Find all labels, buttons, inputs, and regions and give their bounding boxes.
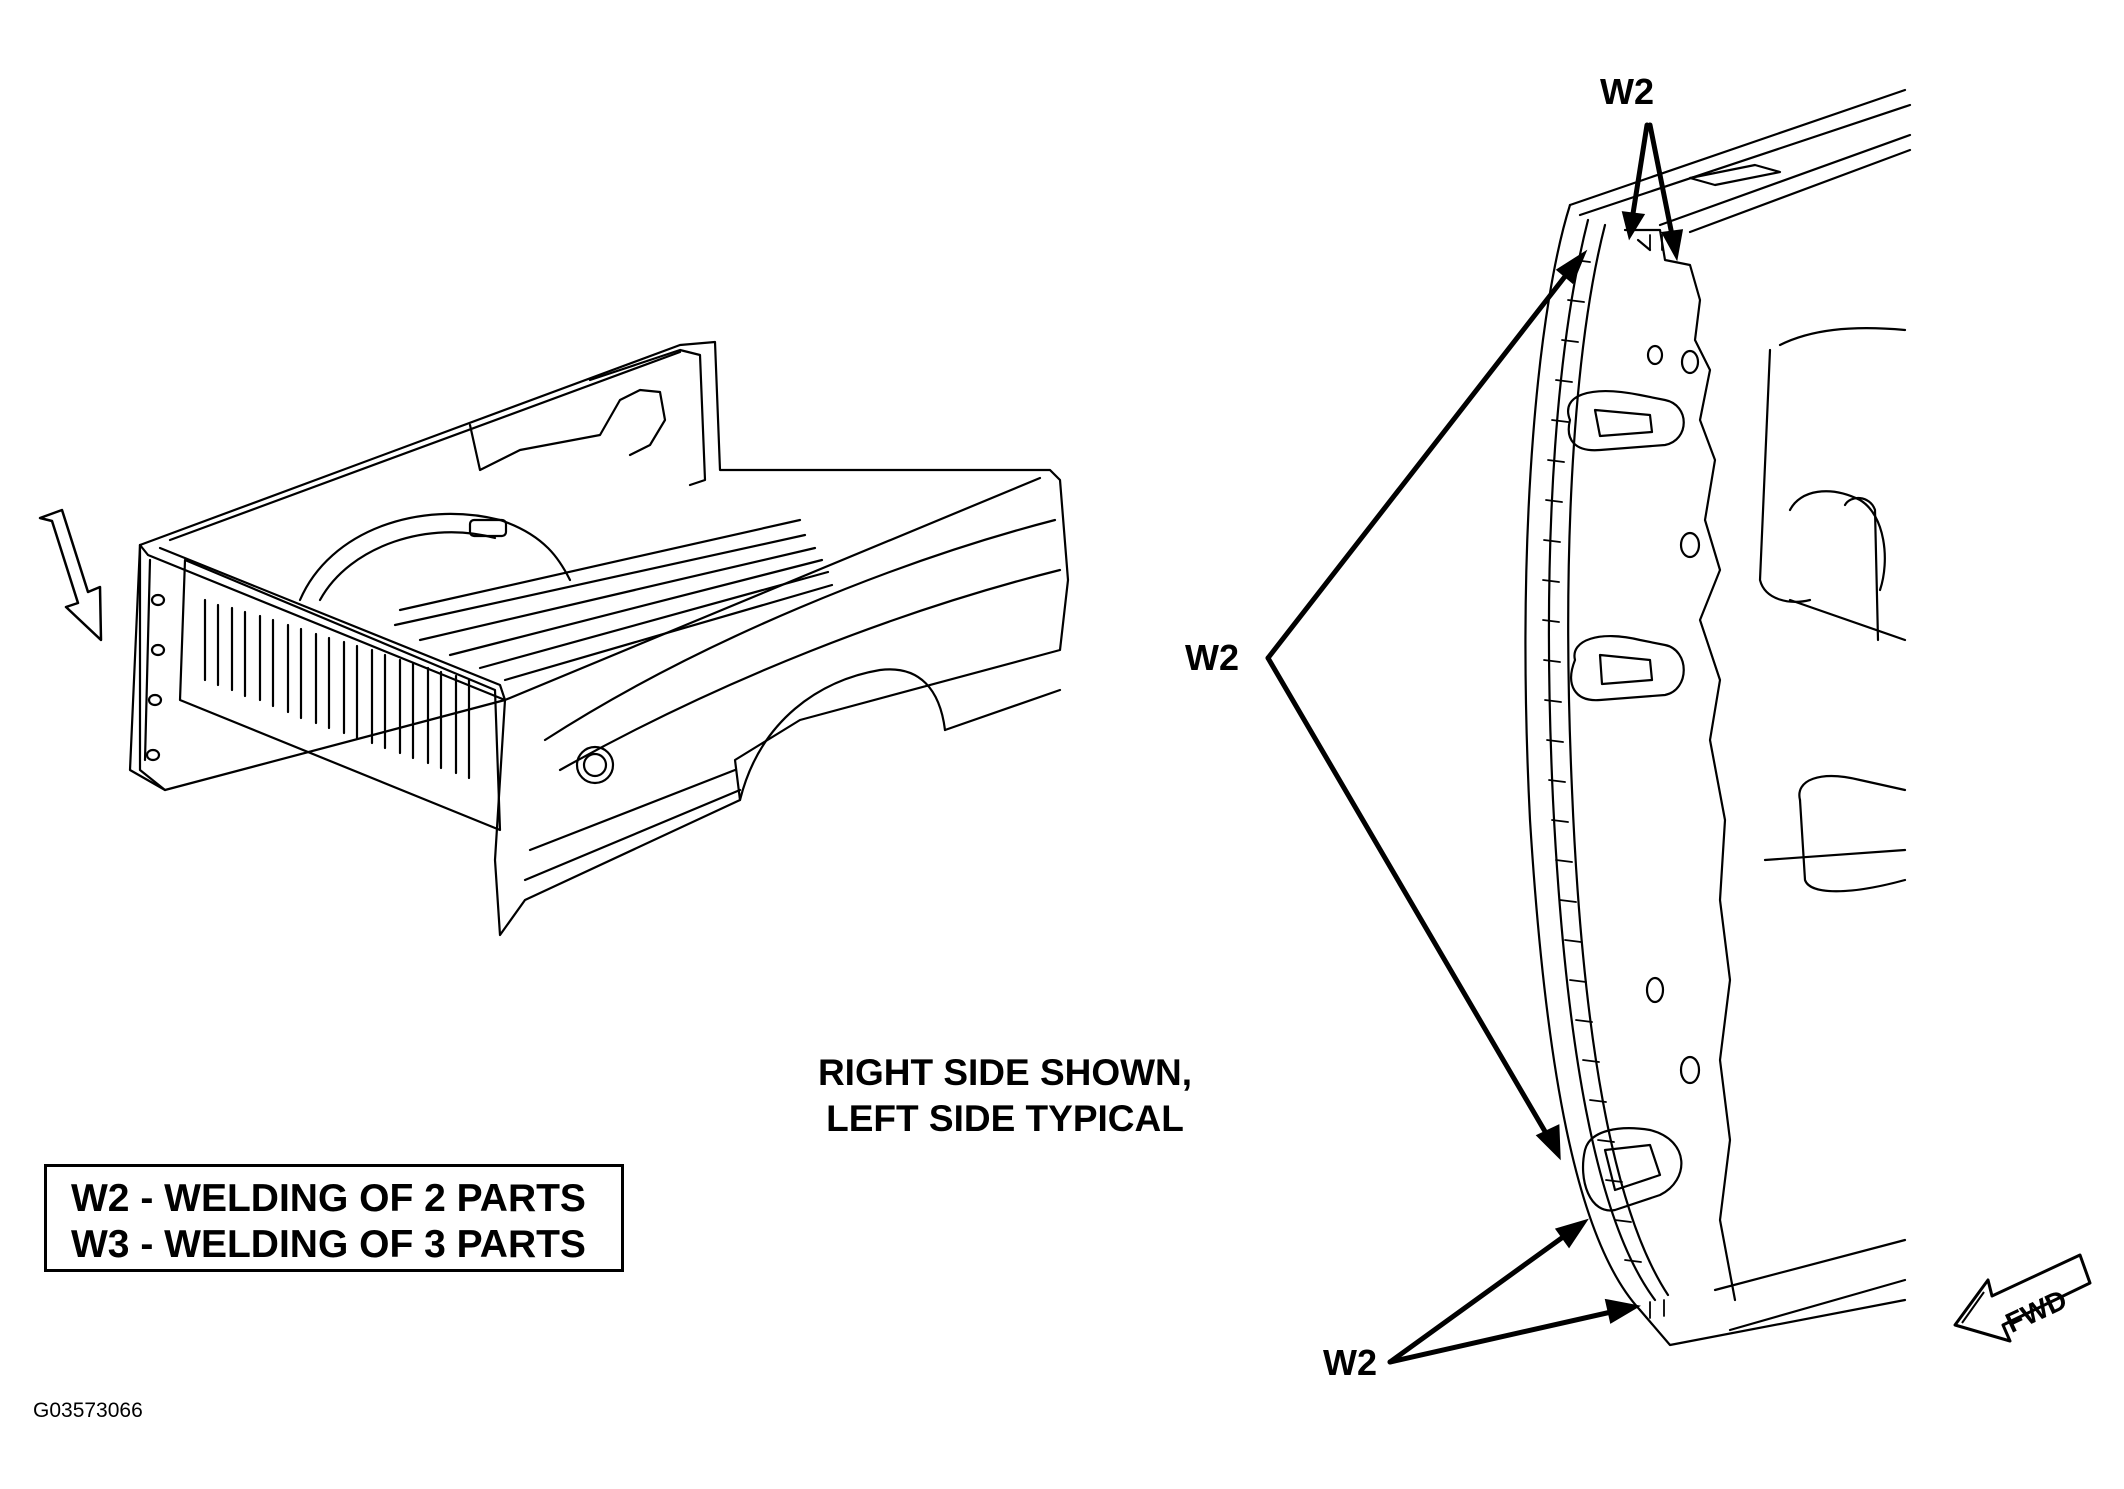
tailgate-ribs [203,598,471,780]
truck-bed-illustration [128,340,1070,937]
weld-callout-top: W2 [1600,71,1654,112]
legend-w2: W2 - WELDING OF 2 PARTS [71,1177,586,1220]
corner-detail-illustration [1524,88,1912,1347]
view-caption-line-1: RIGHT SIDE SHOWN, [817,1052,1193,1093]
weld-marks [1542,234,1665,1319]
legend-w3: W3 - WELDING OF 3 PARTS [71,1223,586,1266]
view-direction-arrow-icon [38,508,103,642]
weld-callout-left: W2 [1185,637,1239,678]
weld-legend: W2 - WELDING OF 2 PARTS W3 - WELDING OF … [44,1164,624,1272]
view-caption: RIGHT SIDE SHOWN, LEFT SIDE TYPICAL [790,1050,1220,1143]
figure-id: G03573066 [33,1399,143,1422]
forward-direction-arrow-icon [1953,1253,2092,1343]
view-caption-line-2: LEFT SIDE TYPICAL [826,1098,1184,1140]
callout-leader-lines [1265,122,1684,1365]
weld-callout-bottom: W2 [1323,1342,1377,1383]
